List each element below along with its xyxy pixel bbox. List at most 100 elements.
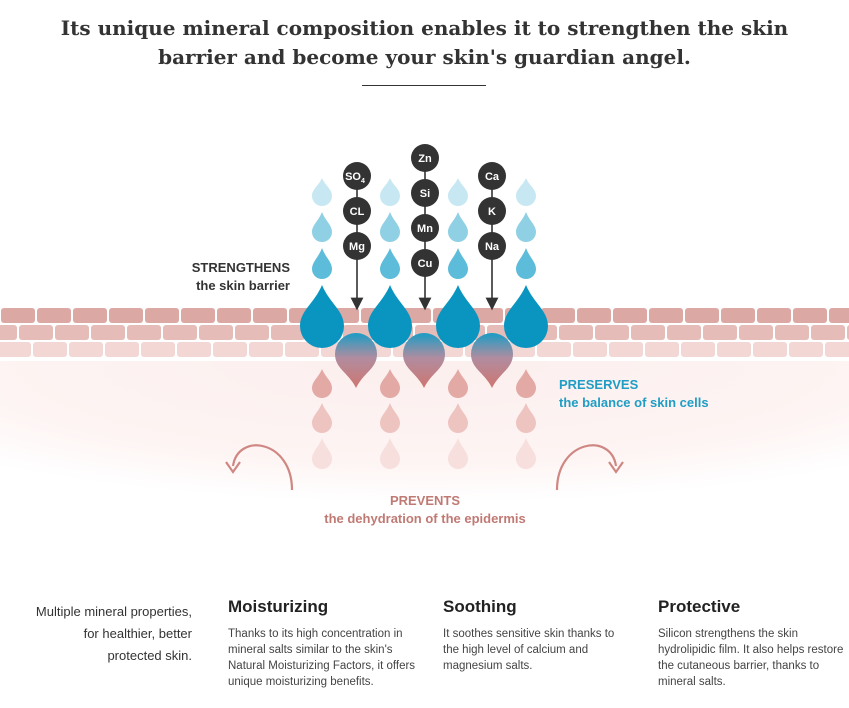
brick [285, 342, 319, 357]
brick [177, 342, 211, 357]
brick [775, 325, 809, 340]
preserves-subtitle: the balance of skin cells [559, 395, 709, 410]
strengthens-title: STRENGTHENS [191, 260, 290, 275]
water-drop-small [448, 178, 468, 206]
mineral-symbol: Na [485, 241, 500, 253]
brick [685, 308, 719, 323]
water-drop-small [516, 248, 536, 279]
prevents-label: PREVENTS the dehydration of the epidermi… [225, 492, 625, 528]
water-drop-small [516, 212, 536, 242]
mineral-symbol: Cu [418, 258, 433, 270]
headline: Its unique mineral composition enables i… [0, 14, 849, 72]
intro-text: Multiple mineral properties, for healthi… [36, 601, 192, 667]
hydration-drop [380, 438, 400, 469]
mineral-symbol: Zn [418, 153, 432, 165]
strengthens-subtitle: the skin barrier [196, 278, 290, 293]
feature-title: Protective [658, 597, 741, 616]
curved-arrow-right-icon [555, 444, 624, 491]
mineral-badge: Si [411, 179, 439, 207]
brick [37, 308, 71, 323]
mineral-symbol: Ca [485, 171, 500, 183]
brick [811, 325, 845, 340]
mineral-drop [335, 333, 377, 388]
brick [19, 325, 53, 340]
intro-line-2: for healthier, better [83, 626, 192, 641]
feature-title: Soothing [443, 597, 517, 616]
hydration-drop [516, 403, 536, 433]
mineral-badge: Na [478, 232, 506, 260]
water-drop-small [448, 212, 468, 242]
skin-background [0, 361, 849, 550]
feature-title: Moisturizing [228, 597, 329, 616]
mineral-badge: SO4 [343, 162, 371, 190]
mineral-symbol: Si [420, 188, 430, 200]
brick [73, 308, 107, 323]
brick [0, 325, 17, 340]
headline-line-2: barrier and become your skin's guardian … [158, 45, 691, 69]
mineral-symbol: Mg [349, 241, 365, 253]
brick [577, 308, 611, 323]
feature-text: Silicon strengthens the skin hydrolipidi… [658, 628, 844, 688]
mineral-badge: Mn [411, 214, 439, 242]
water-drop-small [312, 248, 332, 279]
brick [271, 325, 305, 340]
mineral-badge: Ca [478, 162, 506, 190]
mineral-badge: Mg [343, 232, 371, 260]
brick [127, 325, 161, 340]
curved-arrow-left-icon [225, 444, 294, 491]
mineral-symbol: K [488, 206, 496, 218]
water-drop-small [516, 178, 536, 206]
brick [753, 342, 787, 357]
brick [199, 325, 233, 340]
water-drop-small [448, 248, 468, 279]
brick [163, 325, 197, 340]
brick [55, 325, 89, 340]
mineral-drop [471, 333, 513, 388]
headline-divider [362, 85, 486, 86]
brick [213, 342, 247, 357]
water-drop-small [312, 178, 332, 206]
brick [609, 342, 643, 357]
preserves-label: PRESERVES the balance of skin cells [559, 376, 709, 412]
hydration-drop [312, 403, 332, 433]
intro-line-1: Multiple mineral properties, [35, 604, 192, 619]
brick [793, 308, 827, 323]
water-drop-small [380, 248, 400, 279]
mineral-symbol: Mn [417, 223, 433, 235]
hydration-drop [380, 403, 400, 433]
feature-moisturizing: Moisturizing Thanks to its high concentr… [228, 597, 418, 690]
hydration-drop [448, 369, 468, 398]
mineral-badge: K [478, 197, 506, 225]
brick [829, 308, 849, 323]
hydration-drop [380, 369, 400, 398]
brick [703, 325, 737, 340]
brick [645, 342, 679, 357]
hydration-drop [516, 369, 536, 398]
brick [109, 308, 143, 323]
brick [631, 325, 665, 340]
water-drop-large [300, 285, 344, 348]
brick [253, 308, 287, 323]
brick [537, 342, 571, 357]
brick [1, 308, 35, 323]
brick [91, 325, 125, 340]
brick [721, 308, 755, 323]
brick [595, 325, 629, 340]
mineral-badge: Cu [411, 249, 439, 277]
brick [181, 308, 215, 323]
brick [69, 342, 103, 357]
brick [757, 308, 791, 323]
feature-protective: Protective Silicon strengthens the skin … [658, 597, 848, 690]
brick [105, 342, 139, 357]
brick [789, 342, 823, 357]
headline-line-1: Its unique mineral composition enables i… [60, 16, 789, 40]
brick [0, 342, 31, 357]
preserves-title: PRESERVES [559, 377, 639, 392]
water-drop-small [380, 178, 400, 206]
feature-text: Thanks to its high concentration in mine… [228, 628, 416, 688]
hydration-drop [312, 369, 332, 398]
strengthens-label: STRENGTHENS the skin barrier [192, 259, 290, 295]
feature-soothing: Soothing It soothes sensitive skin thank… [443, 597, 633, 674]
mineral-symbol: CL [350, 206, 365, 218]
